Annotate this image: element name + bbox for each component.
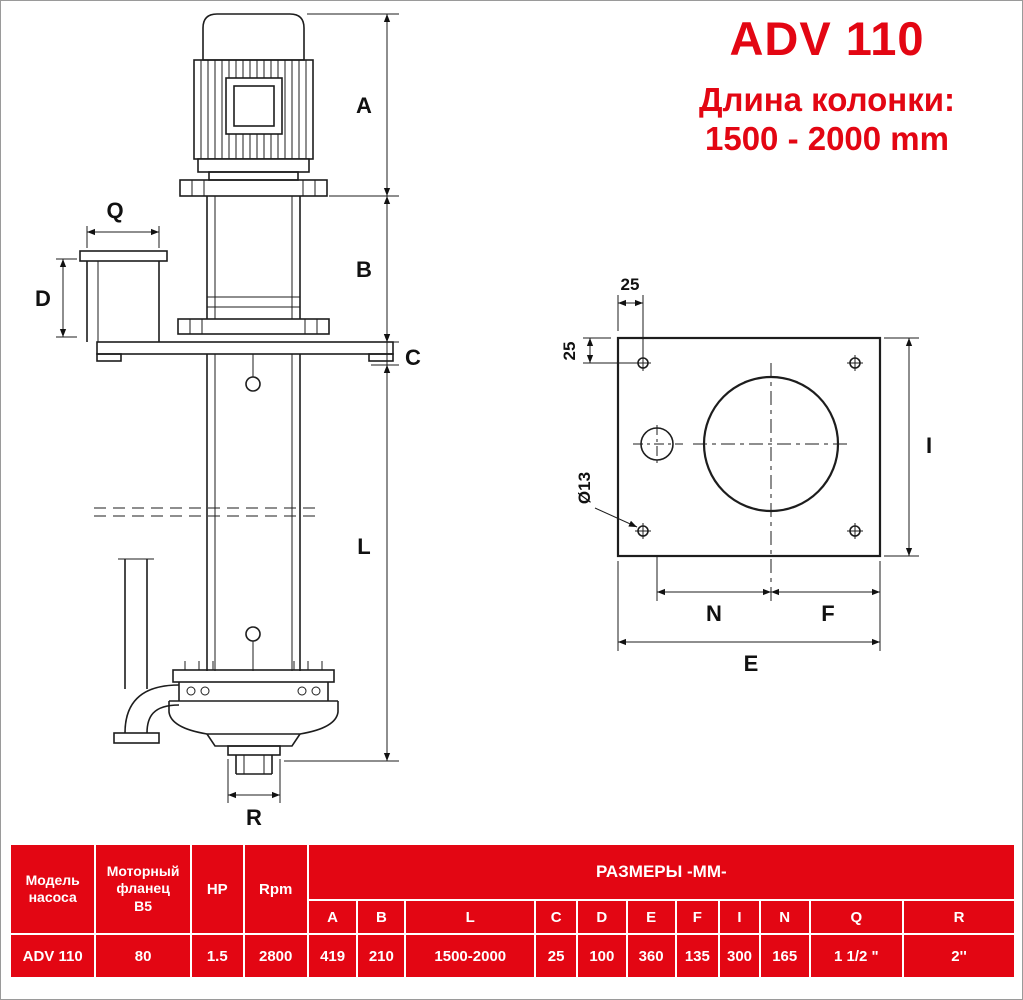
mounting-plate-side-view — [96, 341, 394, 362]
size-col-header: F — [674, 899, 721, 935]
dim-label-hole-diameter: Ø13 — [575, 472, 594, 504]
size-col-header: D — [575, 899, 628, 935]
table-row: ADV 110 80 1.5 2800 419 210 1500-2000 25… — [8, 933, 1016, 979]
size-col-header: I — [718, 899, 761, 935]
size-value-cell: 25 — [534, 933, 578, 979]
size-value-cell: 300 — [718, 933, 761, 979]
hp-cell: 1.5 — [189, 933, 245, 979]
discharge-pipe — [118, 558, 154, 689]
discharge-duct — [79, 250, 168, 342]
pump-drawing: Q D A B C L — [35, 13, 421, 830]
size-value-cell: 210 — [356, 933, 407, 979]
size-col-header: R — [902, 899, 1016, 935]
column-length-value: 1500 - 2000 mm — [704, 119, 949, 157]
dim-label-d: D — [35, 286, 51, 311]
brand-block: ADV 110 Длина колонки: 1500 - 2000 mm — [642, 13, 1012, 159]
size-col-header: C — [534, 899, 578, 935]
suction-nozzle — [227, 745, 281, 775]
plate-drawing: 25 25 Ø13 I N F — [560, 275, 932, 676]
model-cell: ADV 110 — [8, 933, 97, 979]
col-header-hp: HP — [189, 843, 245, 935]
rpm-cell: 2800 — [242, 933, 309, 979]
size-value-cell: 100 — [575, 933, 628, 979]
dim-label-c: C — [405, 345, 421, 370]
dim-label-l: L — [357, 534, 370, 559]
size-col-header: Q — [808, 899, 905, 935]
flange-cell: 80 — [94, 933, 192, 979]
size-value-cell: 165 — [758, 933, 811, 979]
size-col-header: E — [625, 899, 677, 935]
dim-label-n: N — [706, 601, 722, 626]
size-value-cell: 419 — [306, 933, 359, 979]
motor — [193, 13, 314, 181]
discharge-hole — [633, 425, 683, 463]
pump-head — [177, 179, 330, 335]
product-title: ADV 110 — [729, 12, 925, 65]
dim-label-r: R — [246, 805, 262, 830]
size-value-cell: 1 1/2 " — [808, 933, 905, 979]
dim-label-i: I — [926, 433, 932, 458]
col-header-model: Модель насоса — [8, 843, 97, 935]
dim-label-f: F — [821, 601, 834, 626]
size-col-header: B — [356, 899, 407, 935]
technical-drawing: Q D A B C L — [35, 13, 932, 830]
column-length-label: Длина колонки: — [698, 80, 956, 118]
size-value-cell: 360 — [625, 933, 677, 979]
dim-label-e: E — [744, 651, 759, 676]
col-header-sizes: РАЗМЕРЫ -ММ- — [306, 843, 1017, 901]
corner-holes — [635, 355, 863, 539]
dim-label-q: Q — [106, 198, 123, 223]
size-value-cell: 1500-2000 — [404, 933, 537, 979]
dim-label-a: A — [356, 93, 372, 118]
column-length-caption: Длина колонки: 1500 - 2000 mm — [642, 81, 1012, 159]
col-header-rpm: Rpm — [242, 843, 309, 935]
size-col-header: A — [306, 899, 359, 935]
dim-label-25-top: 25 — [621, 275, 640, 294]
pump-dimensions: Q D A B C L — [35, 13, 421, 830]
size-col-header: L — [404, 899, 537, 935]
dim-label-b: B — [356, 257, 372, 282]
column-opening — [693, 363, 851, 601]
col-header-motor-flange: Моторный фланец B5 — [94, 843, 192, 935]
spec-table: Модель насоса Моторный фланец B5 HP Rpm … — [8, 843, 1017, 979]
pump-casing — [113, 661, 339, 747]
column — [94, 354, 319, 671]
plate-dimensions: 25 25 Ø13 I N F — [560, 275, 932, 676]
size-value-cell: 135 — [674, 933, 721, 979]
size-col-header: N — [758, 899, 811, 935]
dim-label-25-left: 25 — [560, 342, 579, 361]
size-value-cell: 2'' — [902, 933, 1016, 979]
